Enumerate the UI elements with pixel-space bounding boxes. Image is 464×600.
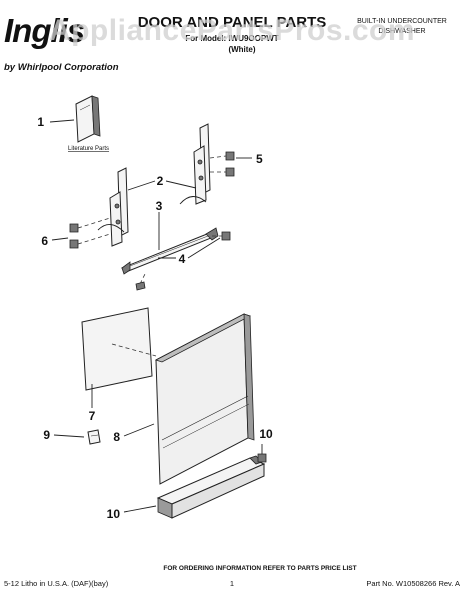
callout-3: 3 [156,199,163,213]
leader-2b [165,180,197,189]
callout-6: 7 [89,409,96,423]
door-clip [87,429,101,445]
hinge-screws-left [69,217,111,249]
callout-7: 9 [43,428,50,442]
footer-page-number: 1 [230,579,234,588]
door-link-rail [121,227,219,275]
leader-9b [187,237,221,259]
logo-text: Inglis [4,12,85,49]
literature-parts-label: Literature Parts [68,146,109,152]
callout-10-left: 6 [41,234,48,248]
leader-1 [49,119,75,123]
callout-2: 2 [157,174,164,188]
toe-panel [156,455,266,519]
callout-10-right: 5 [256,152,263,166]
door-insulation [81,307,157,391]
hinge-bracket-right [179,123,211,205]
page-title: DOOR AND PANEL PARTS [138,14,327,31]
product-line-2: DISHWASHER [378,28,425,35]
outer-door-panel [154,313,255,485]
brand-logo: Inglis [4,12,86,49]
footer-part-number: Part No. W10508266 Rev. A [366,579,460,588]
leader-5 [123,505,157,513]
hinge-bracket-left [97,167,129,247]
color-line: (White) [228,45,255,54]
model-line: For Model: IWU9OOPWT [185,34,278,43]
leader-7 [53,434,85,438]
footer-litho: 5-12 Litho in U.S.A. (DAF)(bay) [4,579,109,588]
callout-1: 1 [37,115,44,129]
callout-9: 4 [179,252,186,266]
hinge-screws-right [209,151,235,177]
callout-4: 8 [113,430,120,444]
leader-2a [127,180,156,191]
callout-8: 10 [259,427,273,441]
callout-5: 10 [107,507,121,521]
leader-4 [123,423,155,437]
literature-booklet [75,95,101,143]
rail-screws [135,231,231,291]
watermark: AppliancePartsPros.com [49,14,415,47]
leader-10-left [51,237,69,241]
toe-panel-screw [257,444,267,463]
brand-tagline: by Whirlpool Corporation [4,62,119,73]
ordering-note: FOR ORDERING INFORMATION REFER TO PARTS … [163,565,356,572]
product-line-1: BUILT-IN UNDERCOUNTER [357,18,447,25]
